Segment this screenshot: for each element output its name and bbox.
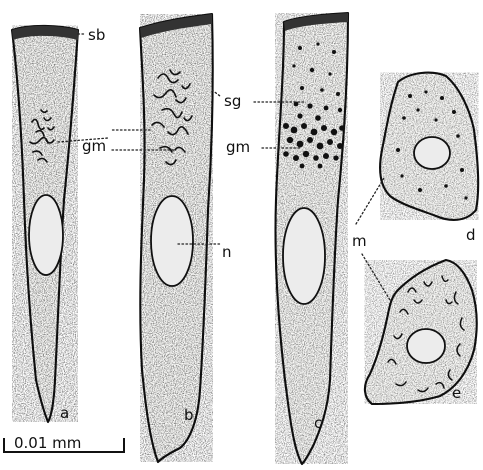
label-n: n <box>222 243 232 261</box>
scale-bar-label: 0.01 mm <box>14 434 81 452</box>
scale-bar: 0.01 mm <box>4 434 124 452</box>
label-gm-left: gm <box>82 137 106 155</box>
cell-b-nucleus <box>151 196 193 286</box>
cell-c-nucleus <box>283 208 325 304</box>
label-b: b <box>184 406 194 424</box>
cell-d-nucleus <box>414 137 450 169</box>
label-gm-right: gm <box>226 138 250 156</box>
label-d: d <box>466 226 476 244</box>
cell-b <box>140 14 213 462</box>
cell-a-nucleus <box>29 195 63 275</box>
label-a: a <box>60 404 69 422</box>
cell-c <box>275 13 348 464</box>
label-c: c <box>314 414 322 432</box>
leader-m-e <box>362 254 390 300</box>
cell-a <box>12 26 78 422</box>
label-sg: sg <box>224 92 241 110</box>
cell-d <box>380 73 478 220</box>
leader-m-d <box>356 178 384 224</box>
label-m: m <box>352 232 367 250</box>
label-e: e <box>452 384 461 402</box>
cell-e-nucleus <box>407 329 445 363</box>
label-sb: sb <box>88 26 105 44</box>
cell-e <box>365 260 477 404</box>
